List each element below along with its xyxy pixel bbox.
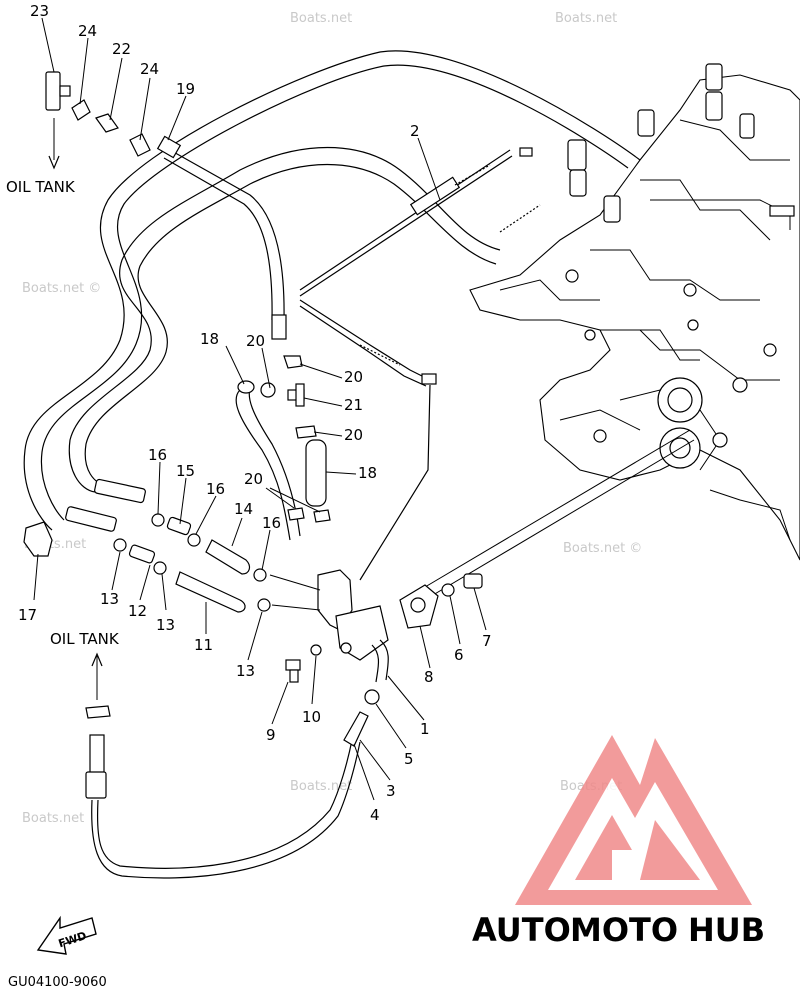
callout-13: 13 bbox=[100, 590, 119, 608]
callout-6: 6 bbox=[454, 646, 464, 664]
callout-18: 18 bbox=[200, 330, 219, 348]
leader-lines bbox=[33, 17, 487, 801]
callout-24: 24 bbox=[78, 22, 97, 40]
callout-5: 5 bbox=[404, 750, 414, 768]
watermark: Boats.net © bbox=[563, 541, 642, 556]
cable-assembly bbox=[299, 147, 541, 581]
brand-logo: AUTO MOTO HUB bbox=[472, 911, 765, 949]
watermark: Boats.net © bbox=[22, 281, 101, 296]
oil-tank-top: OIL TANK bbox=[6, 118, 76, 196]
arrow-up-icon bbox=[91, 652, 103, 667]
callout-7: 7 bbox=[482, 632, 492, 650]
pump-assembly bbox=[235, 355, 483, 747]
callout-9: 9 bbox=[266, 726, 276, 744]
callout-10: 10 bbox=[302, 708, 321, 726]
callout-15: 15 bbox=[176, 462, 195, 480]
callout-17: 17 bbox=[18, 606, 37, 624]
watermark: Boats.net bbox=[555, 11, 617, 26]
watermark: Boats.net bbox=[290, 11, 352, 26]
callout-numbers: 23 24 22 24 19 2 18 20 20 21 20 16 15 16… bbox=[18, 2, 492, 824]
small-parts-upper-left bbox=[45, 71, 151, 157]
callout-11: 11 bbox=[194, 636, 213, 654]
callout-2: 2 bbox=[410, 122, 420, 140]
callout-21: 21 bbox=[344, 396, 363, 414]
callout-23: 23 bbox=[30, 2, 49, 20]
watermark: Boats.net bbox=[290, 779, 352, 794]
callout-12: 12 bbox=[128, 602, 147, 620]
callout-19: 19 bbox=[176, 80, 195, 98]
oil-tank-label-top: OIL TANK bbox=[6, 178, 76, 196]
callout-1: 1 bbox=[420, 720, 430, 738]
engine-block bbox=[469, 63, 800, 561]
callout-20: 20 bbox=[244, 470, 263, 488]
fwd-arrow-icon: FWD bbox=[36, 915, 97, 955]
callout-16: 16 bbox=[206, 480, 225, 498]
logo-auto: AUTO bbox=[472, 911, 571, 949]
diagram-code: GU04100-9060 bbox=[8, 975, 107, 990]
callout-14: 14 bbox=[234, 500, 253, 518]
callout-18: 18 bbox=[358, 464, 377, 482]
callout-13: 13 bbox=[156, 616, 175, 634]
triangle-logo-icon bbox=[515, 735, 752, 905]
callout-24: 24 bbox=[140, 60, 159, 78]
watermark: Boats.net bbox=[22, 811, 84, 826]
logo-moto: MOTO bbox=[570, 911, 678, 949]
callout-22: 22 bbox=[112, 40, 131, 58]
callout-16: 16 bbox=[148, 446, 167, 464]
callout-3: 3 bbox=[386, 782, 396, 800]
arrow-down-icon bbox=[48, 155, 60, 170]
callout-16: 16 bbox=[262, 514, 281, 532]
logo-hub: HUB bbox=[688, 911, 765, 949]
callout-20: 20 bbox=[344, 426, 363, 444]
callout-4: 4 bbox=[370, 806, 380, 824]
callout-8: 8 bbox=[424, 668, 434, 686]
oil-tank-label-bottom: OIL TANK bbox=[50, 630, 120, 648]
callout-20: 20 bbox=[344, 368, 363, 386]
oil-hoses bbox=[23, 50, 695, 879]
oil-tank-bottom: OIL TANK bbox=[50, 630, 120, 719]
callout-13: 13 bbox=[236, 662, 255, 680]
callout-20: 20 bbox=[246, 332, 265, 350]
